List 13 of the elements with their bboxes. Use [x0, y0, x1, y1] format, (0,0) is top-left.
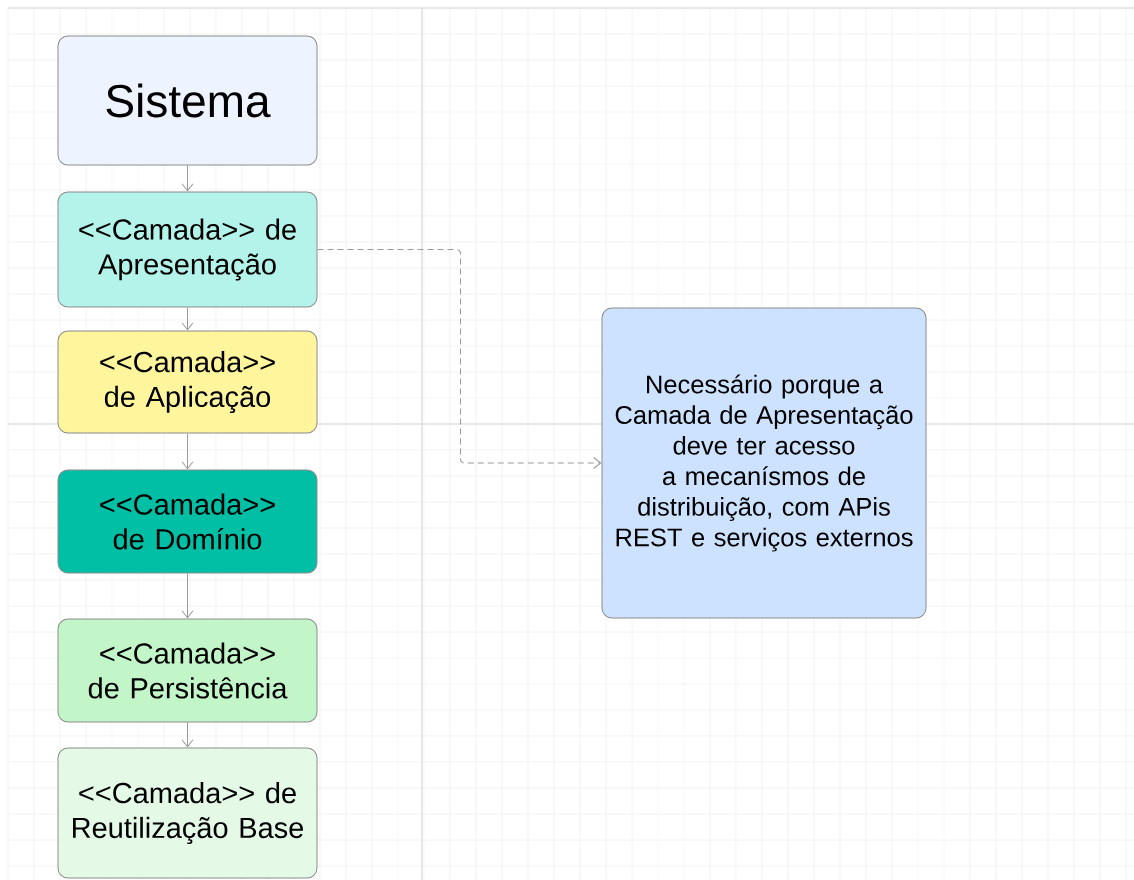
layer-box: <<Camada>> de Persistência [57, 618, 318, 723]
layer-box: <<Camada>> de Domínio [57, 469, 318, 574]
layer-box: <<Camada>> de Aplicação [57, 330, 318, 434]
arrow [181, 433, 194, 470]
layer-box: <<Camada>> de Reutilização Base [57, 747, 318, 879]
system-box: Sistema [57, 35, 318, 166]
arrow [181, 165, 194, 192]
note-box: Necessário porque a Camada de Apresentação deve ter acesso a mecanísmos de distribuição, com APis REST e serviços externos [601, 307, 927, 619]
arrow [181, 307, 194, 331]
arrow [317, 249, 602, 469]
arrow [181, 573, 194, 619]
arrow [181, 722, 194, 748]
layer-box: <<Camada>> de Apresentação [57, 191, 318, 308]
